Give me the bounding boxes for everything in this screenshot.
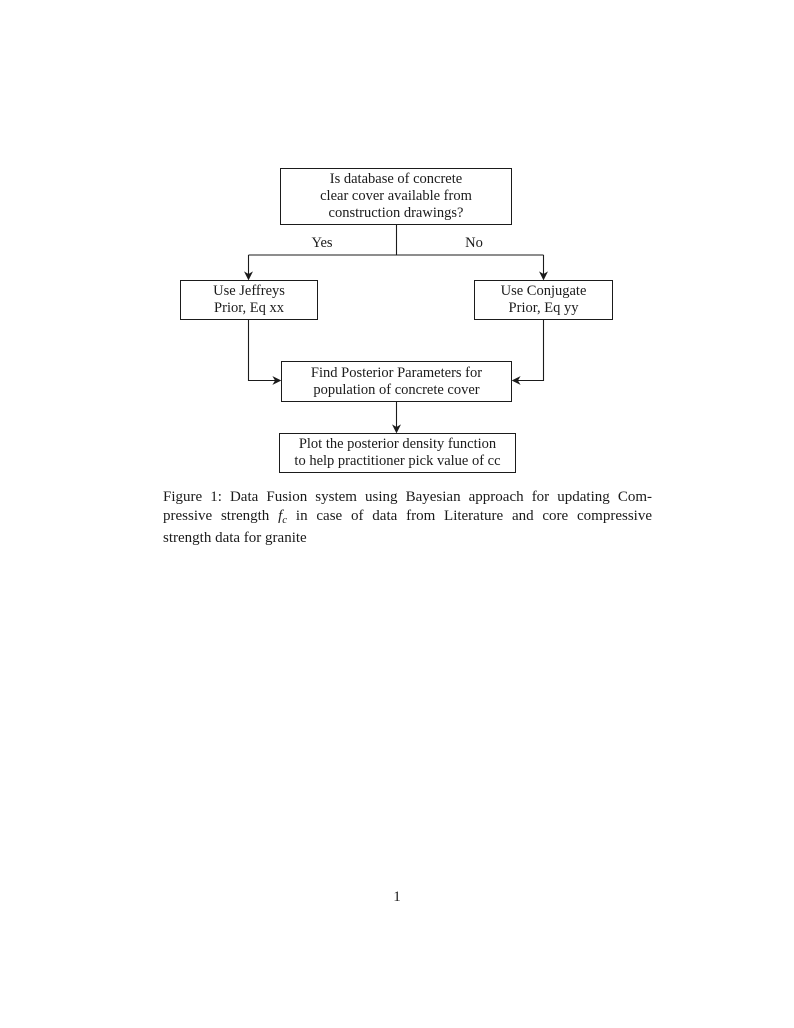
math-fc: fc <box>278 507 288 526</box>
page-number: 1 <box>393 889 401 905</box>
box-text-line: population of concrete cover <box>313 381 480 398</box>
math-c-subscript: c <box>282 513 288 526</box>
box-text-line: Is database of concrete <box>329 171 463 187</box>
caption-line-2: pressive strength fc in case of data fro… <box>163 507 652 530</box>
connector-conjugate-to-posterior <box>511 320 545 385</box>
caption-text: pressive strength <box>163 507 279 524</box>
edge-label-yes: Yes <box>311 235 333 251</box>
flowchart-box-posterior-parameters: Find Posterior Parameters for population… <box>281 361 512 402</box>
math-f-symbol: f <box>278 507 283 524</box>
box-text-line: clear cover available from <box>320 188 472 204</box>
edge-label-no: No <box>465 235 483 251</box>
flowchart-box-plot-density: Plot the posterior density function to h… <box>279 433 516 473</box>
caption-line-3: strength data for granite <box>163 530 307 547</box>
flowchart-box-conjugate-prior: Use Conjugate Prior, Eq yy <box>474 280 613 320</box>
box-text-line: Prior, Eq xx <box>214 300 284 316</box>
box-text-line: construction drawings? <box>328 205 464 221</box>
flowchart-box-jeffreys-prior: Use Jeffreys Prior, Eq xx <box>180 280 318 320</box>
flowchart-box-start: Is database of concrete clear cover avai… <box>280 168 512 225</box>
box-text-line: Find Posterior Parameters for <box>310 364 483 381</box>
box-text-line: Prior, Eq yy <box>508 300 579 316</box>
box-text-line: Use Conjugate <box>500 283 587 299</box>
box-text-line: to help practitioner pick value of cc <box>294 453 501 469</box>
box-text-line: Use Jeffreys <box>213 283 285 299</box>
caption-text: in case of data from Literature and core… <box>287 507 652 524</box>
caption-line-1: Figure 1: Data Fusion system using Bayes… <box>163 489 652 505</box>
box-text-line: Plot the posterior density function <box>298 436 497 452</box>
figure-caption: Figure 1: Data Fusion system using Bayes… <box>163 488 652 548</box>
connector-jeffreys-to-posterior <box>247 320 282 385</box>
